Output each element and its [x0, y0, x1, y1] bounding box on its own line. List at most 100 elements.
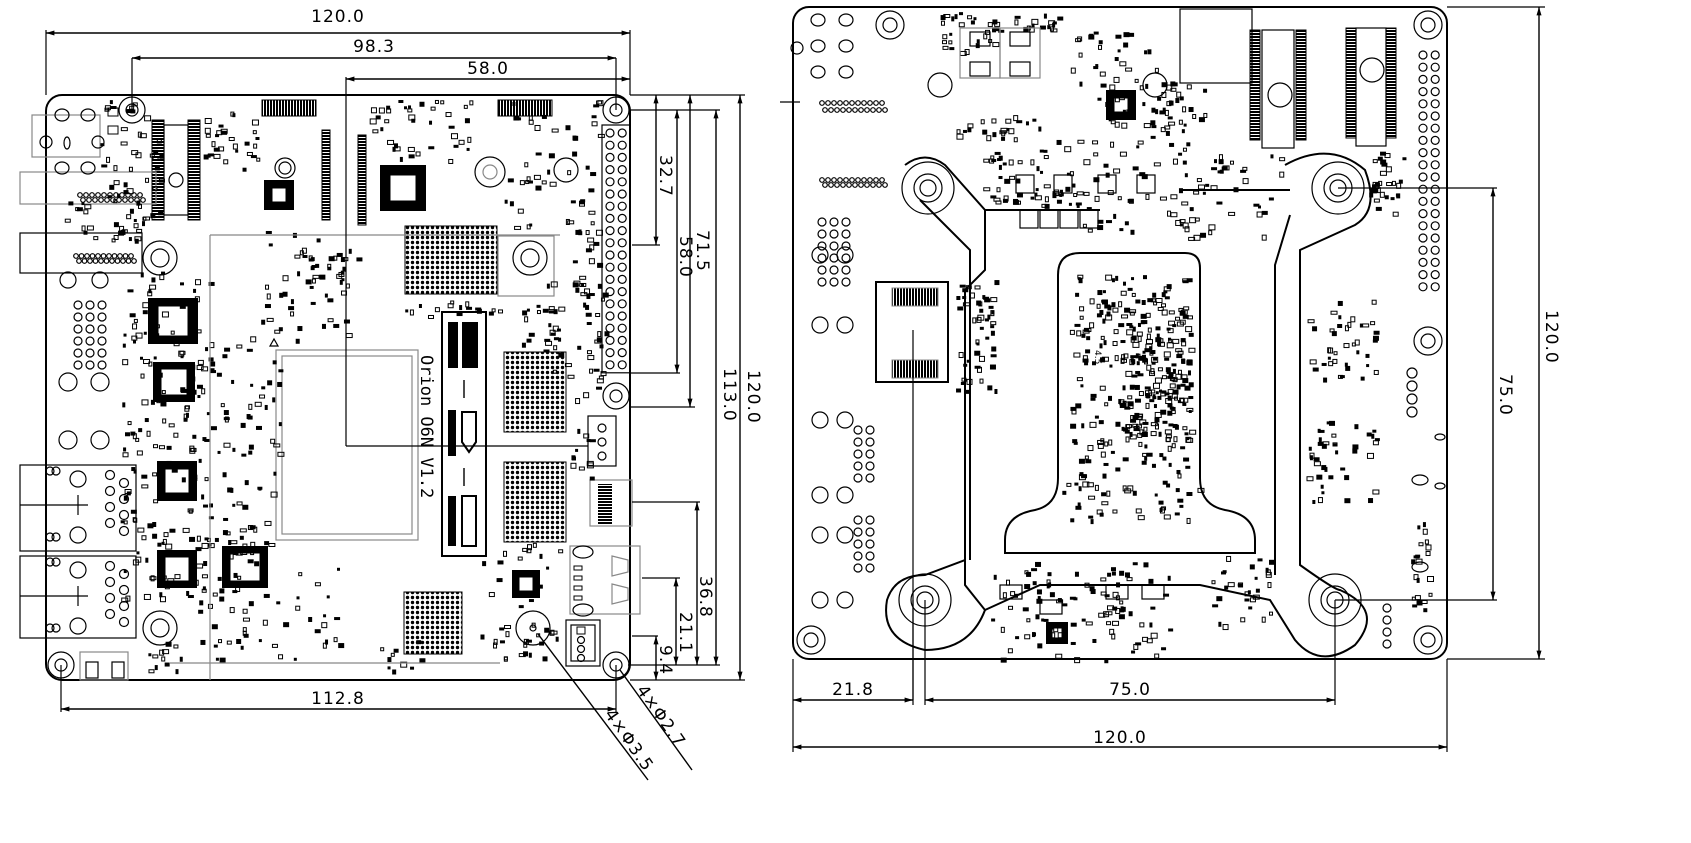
via: [817, 241, 827, 251]
header-pin: [617, 201, 627, 211]
smd-pad: [1081, 423, 1085, 429]
smd-pad: [970, 20, 975, 25]
smd-pad: [1065, 186, 1071, 192]
smd-pad: [1099, 343, 1103, 349]
header-pin: [1430, 50, 1440, 60]
header-pin: [1430, 245, 1440, 255]
smd-pad: [1335, 450, 1339, 455]
smd-pad: [392, 669, 397, 675]
smd-pad: [1070, 67, 1076, 74]
smd-pad: [1125, 91, 1132, 96]
pin: [834, 107, 840, 113]
smd-pad: [534, 124, 541, 131]
smd-pad: [161, 656, 166, 662]
smd-pad: [232, 590, 238, 594]
smd-pad: [1109, 89, 1115, 95]
smd-pad: [297, 271, 301, 277]
header-pin: [1418, 135, 1428, 145]
smd-pad: [528, 652, 532, 658]
smd-pad: [1151, 356, 1159, 363]
smd-pad: [539, 641, 545, 646]
smd-pad: [958, 352, 964, 359]
via: [841, 277, 851, 287]
smd-pad: [167, 578, 175, 584]
smd-pad: [1164, 357, 1170, 361]
smd-pad: [246, 348, 253, 352]
smd-pad: [1072, 183, 1076, 188]
smd-pad: [258, 639, 262, 643]
smd-pad: [131, 467, 136, 472]
smd-pad: [1157, 306, 1164, 311]
smd-pad: [201, 542, 209, 549]
smd-pad: [147, 523, 154, 529]
smd-pad: [1411, 559, 1416, 565]
smd-pad: [1127, 287, 1133, 291]
smd-pad: [341, 278, 345, 282]
smd-pad: [1340, 467, 1346, 471]
smd-pad: [994, 21, 1001, 27]
smd-pad: [585, 165, 590, 170]
smd-pad: [949, 47, 955, 51]
smd-pad: [1253, 203, 1260, 207]
smd-pad: [219, 588, 225, 594]
smd-pad: [575, 398, 581, 405]
via: [853, 551, 863, 561]
smd-pad: [1115, 275, 1119, 281]
smd-pad: [1170, 81, 1176, 87]
smd-pad: [1129, 325, 1134, 329]
smd-pad: [1151, 361, 1156, 365]
smd-pad: [1368, 498, 1374, 504]
smd-pad: [233, 572, 238, 578]
rj45-pin: [104, 592, 116, 604]
smd-pad: [1132, 341, 1140, 348]
smd-pad: [1160, 127, 1166, 133]
smd-pad: [1105, 101, 1112, 107]
smd-pad: [160, 401, 167, 407]
bga-chip: [404, 225, 498, 295]
smd-pad: [1043, 155, 1049, 160]
smd-pad: [137, 527, 145, 533]
smd-pad: [1312, 499, 1316, 504]
smd-pad: [136, 450, 143, 456]
smd-pad: [1141, 174, 1148, 180]
smd-pad: [1193, 190, 1200, 195]
smd-pad: [551, 128, 559, 133]
smd-pad: [1174, 82, 1178, 87]
pad-hole: [838, 13, 854, 27]
smd-pad: [527, 544, 533, 551]
smd-pad: [597, 331, 602, 338]
smd-pad: [1000, 626, 1005, 633]
smd-pad: [232, 143, 238, 150]
header-pin: [617, 152, 627, 162]
via: [853, 461, 863, 471]
smd-pad: [975, 339, 980, 345]
smd-pad: [1148, 578, 1154, 584]
smd-pad: [448, 125, 455, 129]
smd-pad: [991, 310, 995, 315]
smd-pad: [132, 517, 137, 523]
pin: [83, 192, 89, 198]
smd-pad: [1416, 577, 1420, 583]
smd-pad: [268, 243, 273, 247]
smd-pad: [1125, 424, 1131, 430]
smd-pad: [1151, 463, 1156, 468]
via: [829, 217, 839, 227]
smd-pad: [214, 537, 219, 542]
dim-hole-span-width: 98.3: [353, 37, 395, 57]
smd-pad: [1313, 461, 1321, 467]
smd-pad: [231, 379, 235, 384]
smd-pad: [514, 225, 522, 230]
smd-pad: [1169, 406, 1174, 410]
header-pin: [1418, 123, 1428, 133]
smd-pad: [549, 181, 557, 187]
smd-pad: [1137, 322, 1141, 327]
m2-connector: [1179, 8, 1397, 149]
smd-pad: [1173, 436, 1178, 443]
smd-pad: [1115, 607, 1121, 614]
smd-pad: [1088, 515, 1094, 519]
header-pin: [1418, 221, 1428, 231]
smd-pad: [139, 133, 147, 139]
header-pin: [617, 213, 627, 223]
header-pin: [1418, 50, 1428, 60]
smd-pad: [113, 222, 119, 228]
